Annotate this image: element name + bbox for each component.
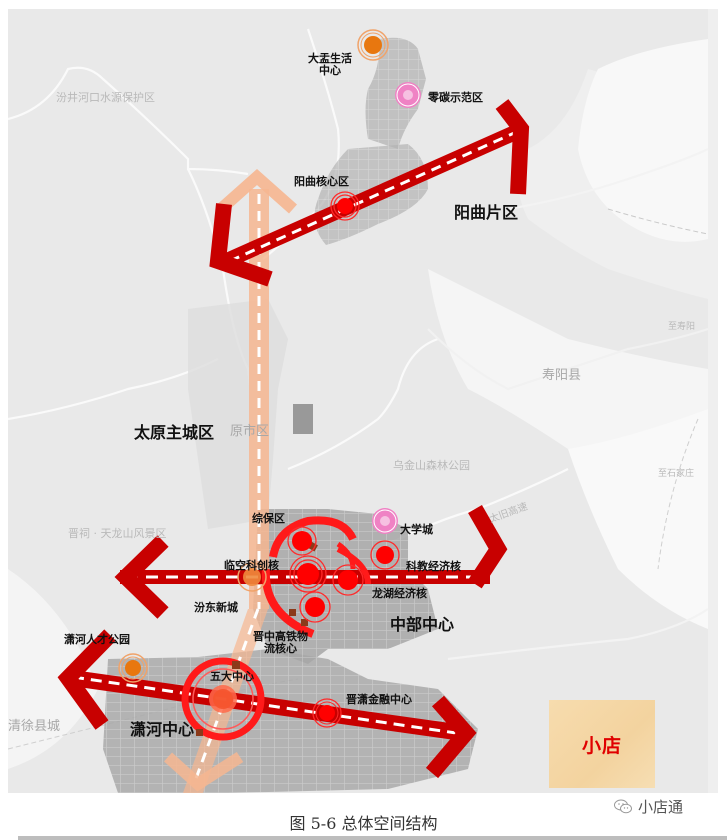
node-markers [118, 29, 421, 728]
sci-edu-node [370, 540, 400, 570]
label-hsr-line2: 流核心 [264, 642, 297, 656]
label-longhu: 龙湖经济核 [372, 587, 427, 600]
watermark: 小店通 [614, 796, 683, 817]
watermark-text: 小店通 [638, 798, 684, 816]
region-taiyuan-main: 太原主城区 [134, 423, 215, 442]
map-canvas: 汾井河口水源保护区 寿阳县 清徐县城 乌金山森林公园 原市区 晋祠 · 天龙山风… [8, 9, 718, 793]
stamp-text: 小店 [581, 734, 622, 757]
terrain [8, 9, 708, 793]
bg-label-city: 原市区 [230, 424, 270, 439]
yangqu-axis [209, 99, 530, 287]
label-bonded: 综保区 [252, 512, 285, 525]
bg-label-scenic: 晋祠 · 天龙山风景区 [68, 527, 167, 540]
label-yangqu-core: 阳曲核心区 [294, 175, 349, 188]
label-hsr-logistics: 晋中高铁物 流核心 [253, 630, 308, 656]
bottom-divider [18, 836, 727, 840]
label-university: 大学城 [400, 523, 433, 536]
label-sci-edu: 科教经济核 [406, 560, 461, 573]
dameng-node [357, 29, 389, 61]
bg-label-to-shouyang: 至寿阳 [668, 322, 696, 332]
jinxiao-finance-node [312, 698, 342, 728]
label-zero-carbon: 零碳示范区 [428, 91, 483, 104]
logo-stamp: 小店 [549, 700, 655, 788]
map-graphic [8, 9, 709, 793]
wechat-icon [614, 799, 632, 814]
xiaohe-ring [181, 657, 265, 741]
label-dameng: 大盂生活 中心 [308, 52, 352, 78]
yangqu-core-node [330, 191, 360, 221]
label-dameng-line2: 中心 [319, 64, 341, 78]
wuda-node [209, 685, 237, 713]
bg-label-reserve: 汾井河口水源保护区 [56, 91, 155, 104]
label-wuda: 五大中心 [210, 670, 254, 683]
label-hsr-line1: 晋中高铁物 [253, 630, 308, 643]
university-node [372, 508, 398, 534]
zero-carbon-node [395, 82, 421, 108]
hsr-node [299, 591, 331, 623]
bonded-node [287, 526, 317, 556]
bg-label-forest-park: 乌金山森林公园 [393, 459, 470, 472]
bg-label-qingxu: 清徐县城 [8, 719, 61, 734]
airport-innov-node [289, 555, 327, 593]
region-central: 中部中心 [390, 615, 455, 634]
label-xiaohe-talent: 潇河人才公园 [64, 633, 130, 646]
label-fendong: 汾东新城 [194, 601, 238, 614]
label-dameng-line1: 大盂生活 [308, 52, 352, 65]
longhu-node [332, 564, 364, 596]
fendong-node [237, 562, 267, 592]
figure-caption: 图 5-6 总体空间结构 [289, 814, 438, 833]
xiaohe-talent-node [118, 653, 148, 683]
region-xiaohe-center: 潇河中心 [130, 720, 195, 739]
label-airport-innov: 临空科创核 [224, 559, 279, 572]
bg-label-to-shijiazhuang: 至石家庄 [658, 469, 695, 479]
bg-label-shouyang: 寿阳县 [542, 368, 582, 383]
label-jinxiao-finance: 晋潇金融中心 [346, 693, 412, 706]
region-yangqu: 阳曲片区 [454, 203, 519, 222]
